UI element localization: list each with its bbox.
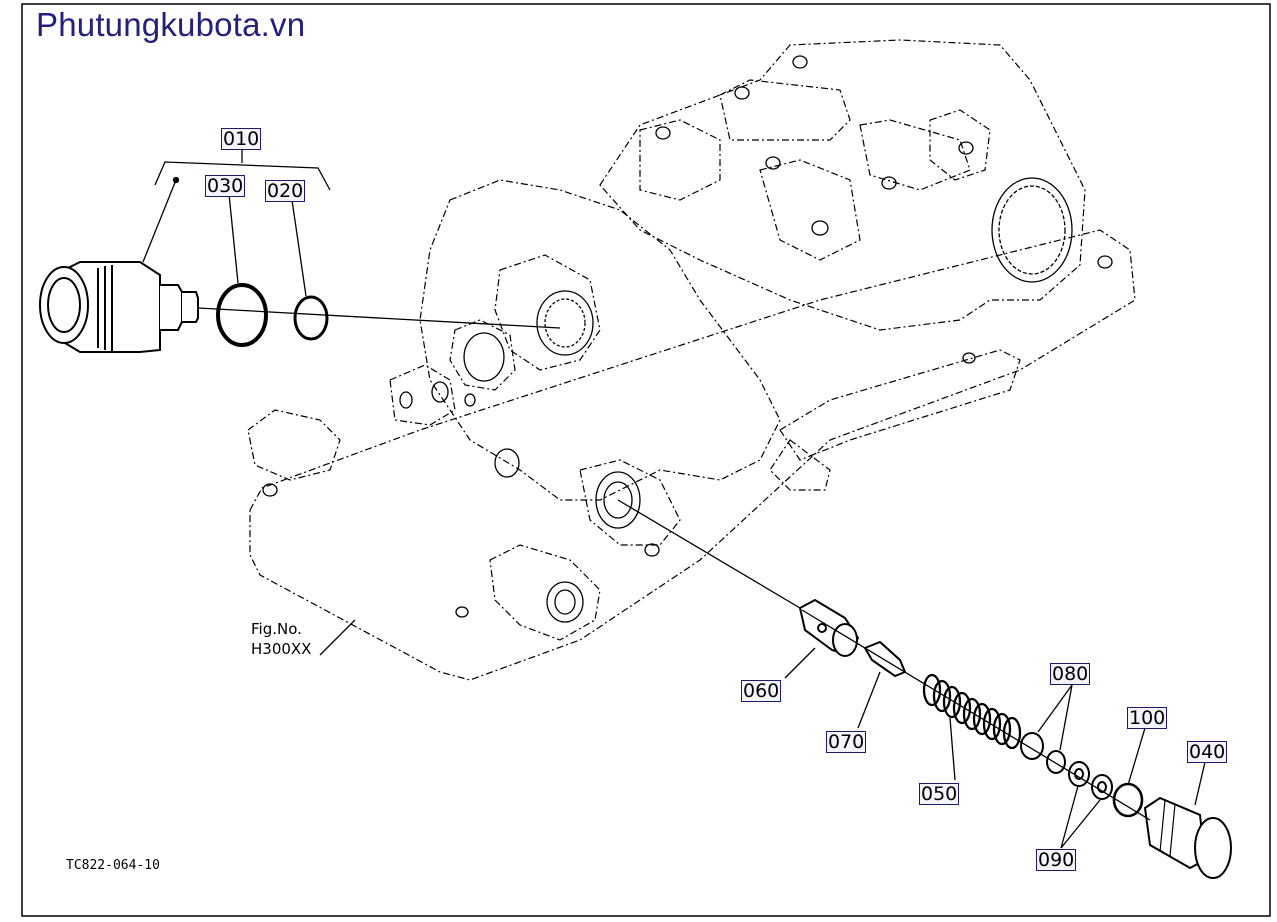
o-ring-100	[1112, 782, 1144, 818]
callout-090[interactable]: 090	[1036, 849, 1077, 871]
callout-080[interactable]: 080	[1050, 663, 1091, 685]
callout-060[interactable]: 060	[741, 680, 782, 702]
housing-bores	[262, 55, 1113, 623]
callout-010[interactable]: 010	[221, 128, 262, 150]
o-rings-upper	[216, 283, 329, 347]
callout-100[interactable]: 100	[1127, 707, 1168, 729]
callout-020[interactable]: 020	[265, 180, 306, 202]
relief-valve-assembly	[39, 261, 199, 353]
watermark-logo-text: Phutungkubota.vn	[36, 6, 306, 43]
hydraulic-housing	[247, 39, 1136, 681]
callout-050[interactable]: 050	[919, 783, 960, 805]
callout-040[interactable]: 040	[1187, 741, 1228, 763]
figure-reference-label: Fig.No.	[251, 620, 302, 638]
callout-030[interactable]: 030	[205, 175, 246, 197]
drawing-frame	[21, 3, 1271, 917]
callout-070[interactable]: 070	[826, 731, 867, 753]
valve-spring	[922, 673, 1022, 750]
drawing-code: TC822-064-10	[66, 858, 160, 873]
leader-lines	[142, 148, 1206, 849]
figure-reference-number: H300XX	[251, 640, 312, 658]
